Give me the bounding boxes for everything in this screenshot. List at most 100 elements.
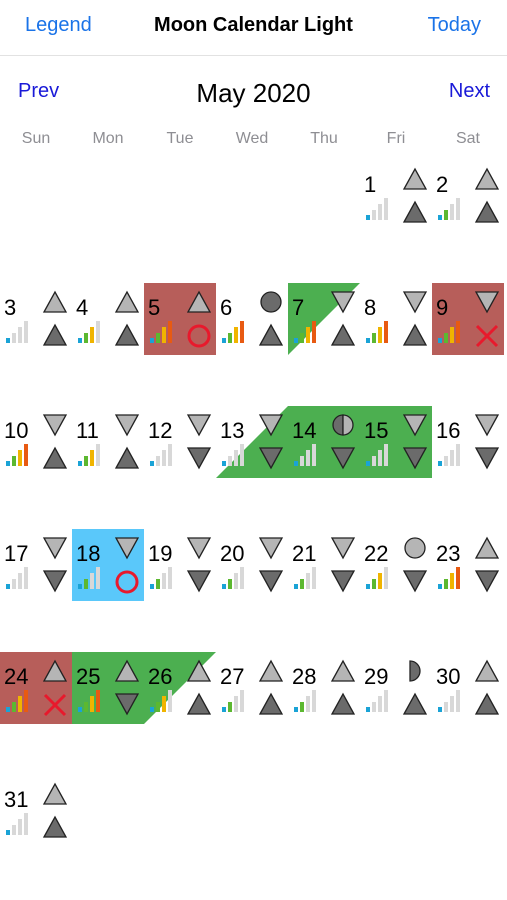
day-cell[interactable]: 12 bbox=[144, 406, 216, 478]
moon-waning-icon bbox=[114, 414, 140, 437]
day-cell[interactable]: 29 bbox=[360, 652, 432, 724]
signal-bar bbox=[12, 702, 16, 712]
signal-bar bbox=[306, 573, 310, 589]
today-button[interactable]: Today bbox=[427, 14, 481, 36]
day-number: 5 bbox=[148, 295, 161, 320]
day-cell-graphic bbox=[366, 167, 428, 223]
day-cell[interactable]: 26 bbox=[144, 652, 216, 724]
day-number: 11 bbox=[76, 418, 99, 443]
day-number: 9 bbox=[436, 295, 449, 320]
day-cell-graphic bbox=[366, 537, 428, 593]
signal-bar bbox=[378, 327, 382, 343]
day-cell-graphic bbox=[6, 782, 68, 838]
signal-bar bbox=[150, 707, 154, 712]
day-number: 26 bbox=[148, 664, 173, 689]
day-cell[interactable]: 28 bbox=[288, 652, 360, 724]
signal-bar bbox=[156, 333, 160, 343]
signal-bar bbox=[300, 702, 304, 712]
day-cell-graphic bbox=[144, 283, 216, 355]
signal-bar bbox=[456, 321, 460, 343]
day-cell[interactable]: 19 bbox=[144, 529, 216, 601]
signal-bar bbox=[228, 456, 232, 466]
trend-down-icon bbox=[402, 570, 428, 593]
day-cell[interactable]: 4 bbox=[72, 283, 144, 355]
day-cell[interactable]: 6 bbox=[216, 283, 288, 355]
day-cell-graphic bbox=[72, 529, 144, 601]
day-cell[interactable]: 9 bbox=[432, 283, 504, 355]
day-cell[interactable]: 24 bbox=[0, 652, 72, 724]
signal-bar bbox=[372, 456, 376, 466]
day-number: 29 bbox=[364, 664, 389, 689]
trend-down-icon bbox=[258, 570, 284, 593]
signal-bar bbox=[84, 456, 88, 466]
day-cell[interactable]: 25 bbox=[72, 652, 144, 724]
day-cell[interactable]: 31 bbox=[0, 775, 72, 847]
day-cell[interactable]: 16 bbox=[432, 406, 504, 478]
day-cell[interactable]: 14 bbox=[288, 406, 360, 478]
signal-bar bbox=[222, 338, 226, 343]
day-cell-graphic bbox=[72, 652, 144, 724]
signal-bar bbox=[222, 584, 226, 589]
weekday-tue: Tue bbox=[166, 130, 194, 147]
next-month-button[interactable]: Next bbox=[448, 80, 490, 102]
full-moon-icon bbox=[260, 291, 282, 313]
legend-button[interactable]: Legend bbox=[25, 14, 92, 36]
day-cell-graphic bbox=[150, 414, 212, 470]
signal-bar bbox=[6, 584, 10, 589]
day-cell[interactable]: 27 bbox=[216, 652, 288, 724]
signal-bar bbox=[366, 338, 370, 343]
moon-waxing-icon bbox=[474, 659, 500, 682]
signal-bar bbox=[222, 707, 226, 712]
signal-bar bbox=[12, 579, 16, 589]
day-cell[interactable]: 5 bbox=[144, 283, 216, 355]
day-cell[interactable]: 13 bbox=[216, 406, 288, 478]
signal-bar bbox=[24, 321, 28, 343]
day-cell-graphic bbox=[78, 414, 140, 469]
day-number: 7 bbox=[292, 295, 305, 320]
day-cell[interactable]: 20 bbox=[216, 529, 288, 601]
signal-bar bbox=[456, 690, 460, 712]
moon-waning-icon bbox=[186, 414, 212, 437]
day-cell[interactable]: 30 bbox=[432, 652, 504, 724]
moon-waxing-icon bbox=[474, 167, 500, 190]
day-cell[interactable]: 15 bbox=[360, 406, 432, 478]
signal-bar bbox=[450, 327, 454, 343]
day-cell[interactable]: 21 bbox=[288, 529, 360, 601]
signal-bar bbox=[306, 327, 310, 343]
day-cell-graphic bbox=[144, 652, 216, 724]
signal-bar bbox=[156, 579, 160, 589]
day-cell[interactable]: 8 bbox=[360, 283, 432, 355]
trend-up-icon bbox=[114, 323, 140, 346]
signal-bar bbox=[168, 321, 172, 343]
day-cell[interactable]: 17 bbox=[0, 529, 72, 601]
day-cell-graphic bbox=[6, 414, 68, 469]
moon-waxing-icon bbox=[42, 290, 68, 313]
day-cell[interactable]: 3 bbox=[0, 283, 72, 355]
day-cell[interactable]: 2 bbox=[432, 160, 504, 232]
signal-bar bbox=[438, 461, 442, 466]
day-cell[interactable]: 22 bbox=[360, 529, 432, 601]
day-number: 31 bbox=[4, 787, 29, 812]
day-cell-graphic bbox=[288, 406, 360, 478]
signal-bar bbox=[450, 696, 454, 712]
trend-down-icon bbox=[258, 447, 284, 470]
day-cell[interactable]: 1 bbox=[360, 160, 432, 232]
signal-bar bbox=[150, 584, 154, 589]
trend-up-icon bbox=[402, 323, 428, 346]
moon-waxing-icon bbox=[474, 536, 500, 559]
signal-bar bbox=[300, 333, 304, 343]
moon-waxing-icon bbox=[402, 167, 428, 190]
moon-waxing-icon bbox=[42, 659, 68, 682]
day-cell[interactable]: 11 bbox=[72, 406, 144, 478]
day-cell[interactable]: 18 bbox=[72, 529, 144, 601]
signal-bar bbox=[438, 338, 442, 343]
moon-waning-icon bbox=[330, 537, 356, 560]
signal-bar bbox=[6, 338, 10, 343]
day-cell[interactable]: 23 bbox=[432, 529, 504, 601]
day-number: 21 bbox=[292, 541, 317, 566]
day-cell[interactable]: 10 bbox=[0, 406, 72, 478]
day-cell[interactable]: 7 bbox=[288, 283, 360, 355]
signal-bar bbox=[366, 707, 370, 712]
signal-bar bbox=[18, 696, 22, 712]
prev-month-button[interactable]: Prev bbox=[18, 80, 60, 102]
